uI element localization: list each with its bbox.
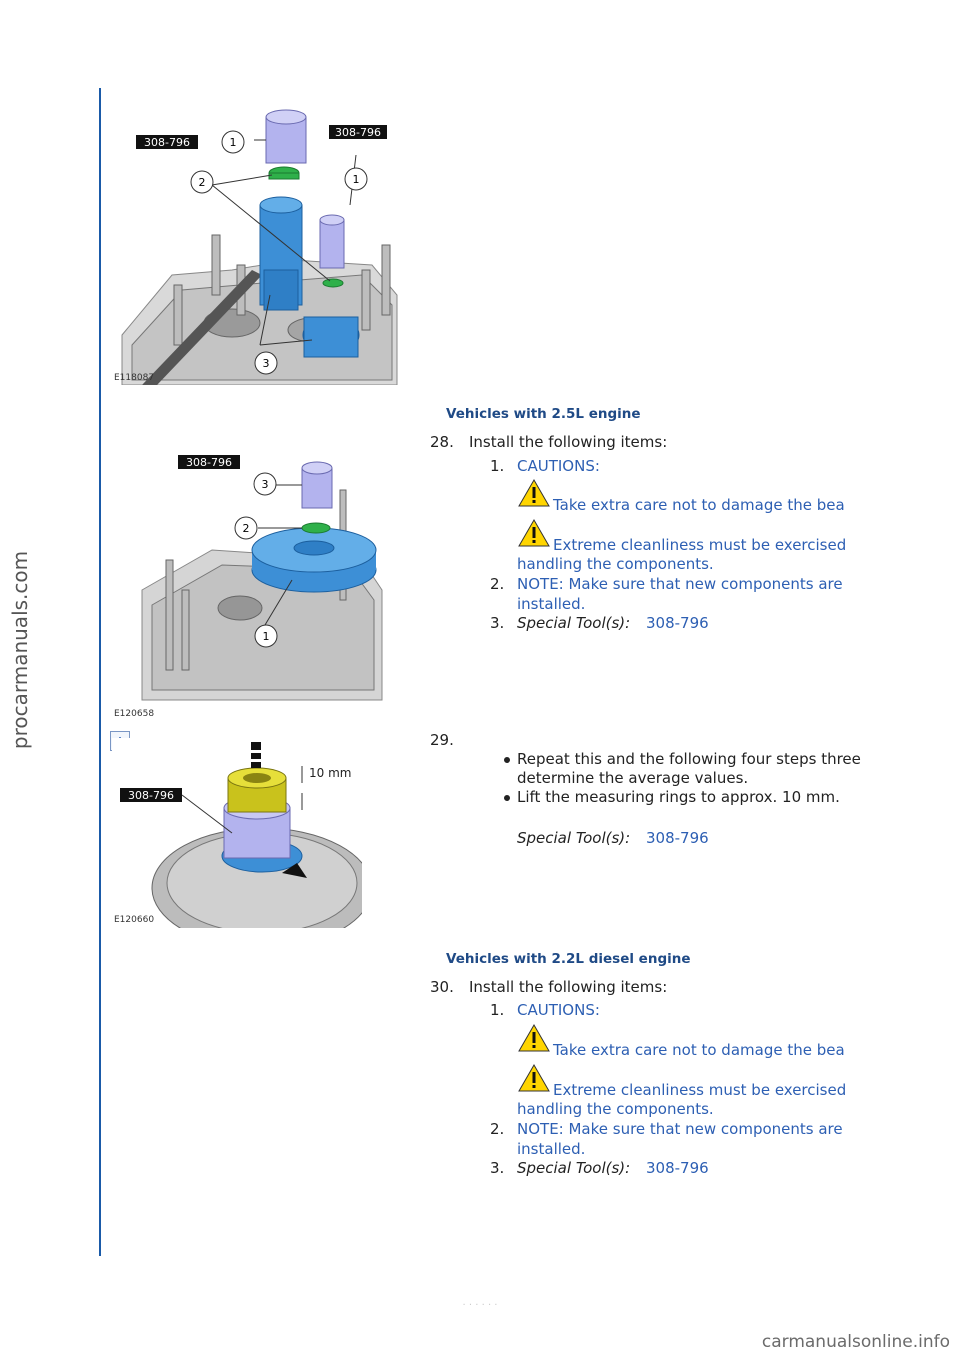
- step-30-text: Install the following items:: [469, 978, 668, 996]
- fig1-tool-label-1: 308-796: [144, 136, 190, 149]
- step-28-number: 28.: [430, 433, 454, 451]
- step-28-item-2-number: 2.: [490, 575, 505, 593]
- figure-e120660: 10 mm 308-796 E120660: [112, 738, 362, 928]
- step-30-special-tools-label: Special Tool(s):: [517, 1159, 631, 1177]
- step-28-special-tools-label: Special Tool(s):: [517, 614, 631, 632]
- warning-triangle-icon: [518, 518, 550, 547]
- step-30-note-cont: installed.: [517, 1140, 586, 1158]
- fig3-dimension: 10 mm: [309, 766, 351, 780]
- step-30-note-link[interactable]: NOTE: Make sure that new components are: [517, 1120, 843, 1138]
- step-28-item-3-number: 3.: [490, 614, 505, 632]
- step-28-text: Install the following items:: [469, 433, 668, 451]
- step-30-number: 30.: [430, 978, 454, 996]
- fig1-callout-1b: 1: [353, 173, 360, 186]
- step-29-special-tool-link[interactable]: 308-796: [646, 829, 709, 847]
- step-28-caution-2-cont: handling the components.: [517, 555, 714, 573]
- step-28-special-tool-link[interactable]: 308-796: [646, 614, 709, 632]
- section-heading-2-5l: Vehicles with 2.5L engine: [446, 406, 641, 422]
- step-30-item-1-number: 1.: [490, 1001, 505, 1019]
- bullet-icon: [504, 757, 510, 763]
- step-29-bullet-2: Lift the measuring rings to approx. 10 m…: [517, 788, 840, 806]
- step-28-cautions-link[interactable]: CAUTIONS:: [517, 457, 600, 475]
- fig2-callout-3: 3: [262, 478, 269, 491]
- fig2-code: E120658: [114, 709, 154, 719]
- bullet-icon: [504, 795, 510, 801]
- step-29-number: 29.: [430, 731, 454, 749]
- warning-triangle-icon: [518, 478, 550, 507]
- step-30-item-2-number: 2.: [490, 1120, 505, 1138]
- step-30-item-3-number: 3.: [490, 1159, 505, 1177]
- step-28-item-1-number: 1.: [490, 457, 505, 475]
- fig2-callout-2: 2: [243, 522, 250, 535]
- step-30-caution-2-cont: handling the components.: [517, 1100, 714, 1118]
- step-30-special-tool-link[interactable]: 308-796: [646, 1159, 709, 1177]
- warning-triangle-icon: [518, 1023, 550, 1052]
- fig2-tool-label: 308-796: [186, 456, 232, 469]
- warning-triangle-icon: [518, 1063, 550, 1092]
- fig1-code: E118087: [114, 373, 154, 383]
- fig1-callout-2: 2: [199, 176, 206, 189]
- step-28-note-cont: installed.: [517, 595, 586, 613]
- step-29-bullet-1: Repeat this and the following four steps…: [517, 750, 861, 768]
- bottom-watermark: carmanualsonline.info: [761, 1332, 950, 1352]
- fig1-callout-3: 3: [263, 357, 270, 370]
- step-30-caution-1: Take extra care not to damage the bea: [553, 1041, 845, 1059]
- step-28-caution-1: Take extra care not to damage the bea: [553, 496, 845, 514]
- section-heading-2-2l-diesel: Vehicles with 2.2L diesel engine: [446, 951, 691, 967]
- fig1-tool-label-2: 308-796: [335, 126, 381, 139]
- step-30-caution-2: Extreme cleanliness must be exercised: [553, 1081, 847, 1099]
- page-footer: · · · · · ·: [462, 1300, 498, 1311]
- left-margin-rule: [99, 88, 101, 1256]
- fig3-tool-label: 308-796: [128, 789, 174, 802]
- step-30-cautions-link[interactable]: CAUTIONS:: [517, 1001, 600, 1019]
- step-28-note-link[interactable]: NOTE: Make sure that new components are: [517, 575, 843, 593]
- fig1-callout-1a: 1: [230, 136, 237, 149]
- fig2-callout-1: 1: [263, 630, 270, 643]
- figure-e118087: 308-796 308-796 1 2 1 3 E118087: [112, 95, 398, 385]
- step-29-bullet-1-cont: determine the average values.: [517, 769, 749, 787]
- step-28-caution-2: Extreme cleanliness must be exercised: [553, 536, 847, 554]
- figure-e120658: 308-796 3 2 1 E120658: [112, 440, 398, 720]
- side-watermark: procarmanuals.com: [8, 550, 32, 750]
- step-29-special-tools-label: Special Tool(s):: [517, 829, 631, 847]
- fig3-code: E120660: [114, 915, 154, 925]
